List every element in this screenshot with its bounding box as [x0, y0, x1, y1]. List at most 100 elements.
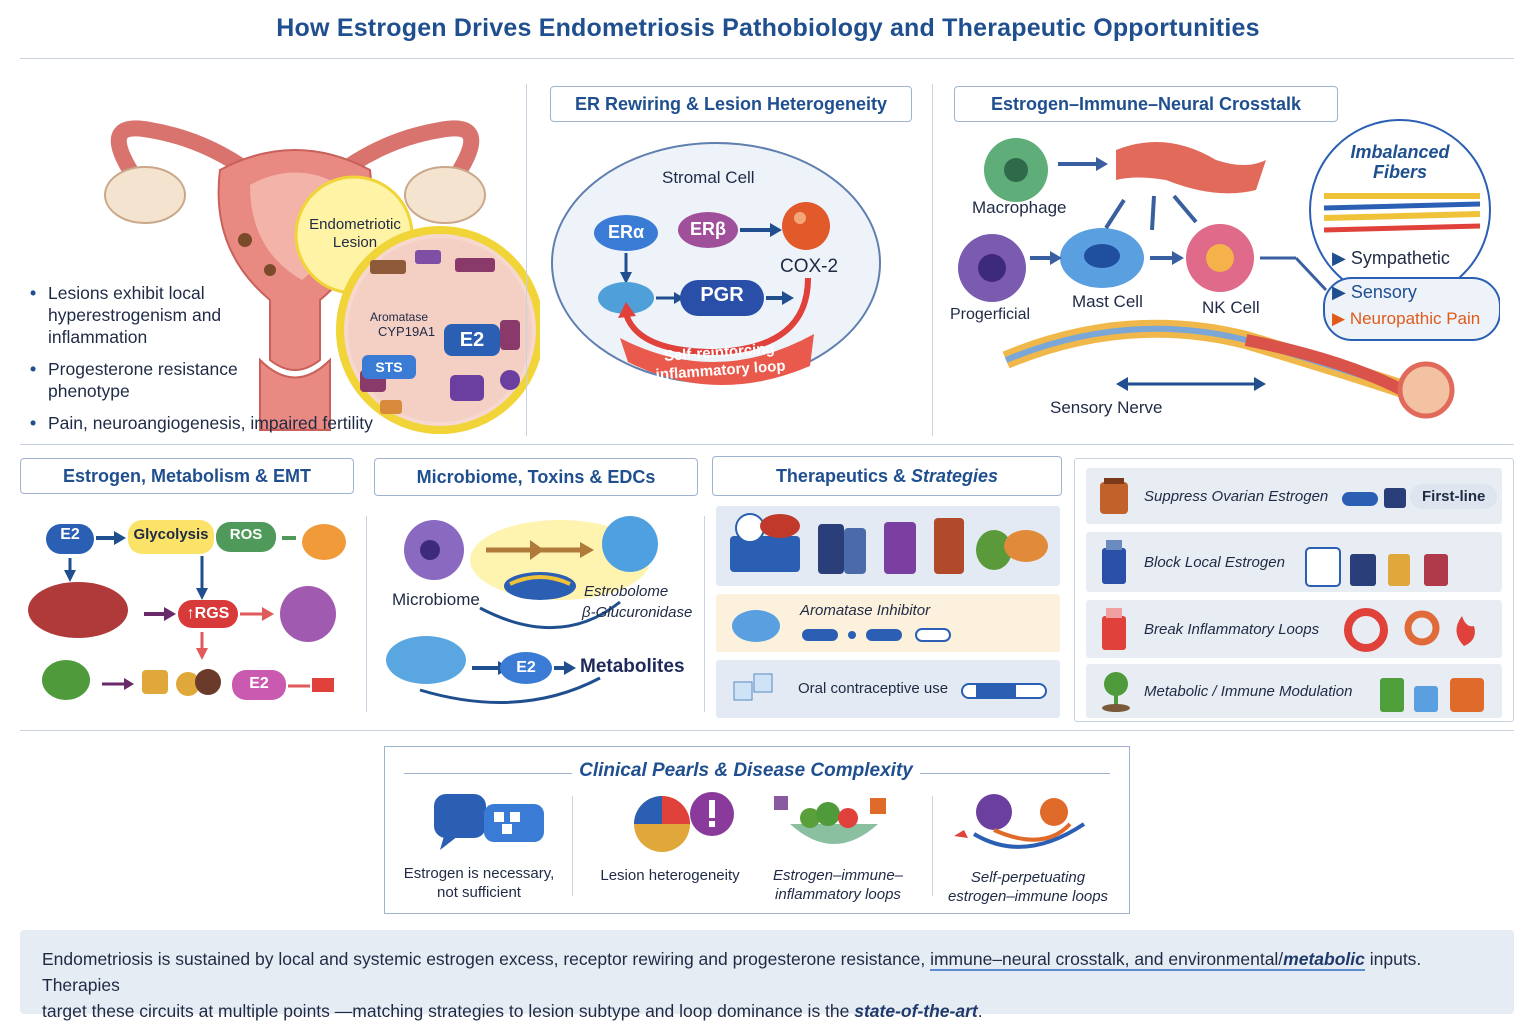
pearl-line: Lesion heterogeneity: [600, 867, 740, 884]
pearl-line: Estrogen–immune–: [772, 867, 904, 884]
jars-icons: [1380, 678, 1484, 712]
therapeutics-panel-heading: Therapeutics & Strategies: [712, 456, 1062, 496]
strategy-row-break: Break Inflammatory Loops: [1086, 600, 1502, 658]
pearl-line: Estrogen is necessary,: [403, 865, 555, 882]
pill-blister-icon: [732, 610, 780, 642]
stromal-cell-diagram: [551, 142, 881, 386]
glycolysis-label: Glycolysis: [133, 526, 209, 543]
divider: [526, 84, 527, 436]
therapeutics-heading-a: Therapeutics &: [775, 465, 906, 486]
divider: [366, 516, 367, 712]
glucuronidase-label: β-Glucuronidase: [582, 604, 693, 621]
strategy-row-suppress: Suppress Ovarian Estrogen First-line: [1086, 468, 1502, 524]
imbalanced-fibers-label: Imbalanced Fibers: [1340, 142, 1460, 182]
metab-e2b-label: E2: [249, 675, 269, 692]
strategy-row-block: Block Local Estrogen: [1086, 532, 1502, 592]
ros-label: ROS: [229, 526, 263, 543]
footer-text: .: [977, 1001, 983, 1021]
pie-chart-icon: [634, 792, 734, 852]
loop-break-icons: [1344, 608, 1475, 652]
metabolism-diagram: [28, 520, 346, 700]
crosstalk-panel-heading: Estrogen–Immune–Neural Crosstalk: [954, 86, 1338, 122]
loop-cycle-icon: [954, 794, 1086, 849]
pearls-rule-right: [920, 773, 1110, 774]
pearl-label-self-perpetuating: Self-perpetuating estrogen–immune loops: [938, 868, 1118, 906]
metab-e2-label: E2: [60, 526, 80, 543]
pearl-line: Self-perpetuating: [970, 869, 1086, 886]
progerficial-label: Progerficial: [950, 306, 1031, 323]
macrophage-label: Macrophage: [972, 198, 1067, 217]
strategy-row-metabolic: Metabolic / Immune Modulation: [1086, 664, 1502, 718]
sensory-label: ▶ Sensory: [1332, 282, 1417, 302]
aromatase-inhibitor-label: Aromatase Inhibitor: [800, 602, 931, 619]
pearl-line: inflammatory loops: [775, 886, 901, 903]
strategies-panel: [1074, 458, 1514, 722]
capsule-long-icon: [961, 683, 1047, 699]
er-beta-label: ERβ: [690, 219, 726, 239]
summary-footer: Endometriosis is sustained by local and …: [20, 930, 1514, 1021]
salad-bowl-icon: [774, 796, 886, 844]
sympathetic-label: ▶ Sympathetic: [1332, 248, 1450, 268]
footer-text: Endometriosis is sustained by local and …: [42, 949, 931, 969]
strategy-label: Block Local Estrogen: [1144, 553, 1285, 571]
lesion-label-line1: Endometriotic: [309, 216, 401, 233]
bottles-icons: [1305, 547, 1448, 587]
strategy-label: Suppress Ovarian Estrogen: [1144, 487, 1329, 505]
mast-cell-label: Mast Cell: [1072, 292, 1143, 311]
pearls-heading: Clinical Pearls & Disease Complexity: [579, 760, 913, 781]
section-divider: [20, 730, 1514, 731]
jar-icon: [1100, 478, 1128, 514]
section-divider: [20, 444, 1514, 445]
drug-icons-row: [716, 506, 1060, 586]
cox2-label: COX-2: [780, 256, 839, 277]
imbalanced-line2: Fibers: [1372, 162, 1428, 182]
microbiome-panel-heading: Microbiome, Toxins & EDCs: [374, 458, 698, 496]
pearl-label-loops: Estrogen–immune– inflammatory loops: [756, 866, 920, 904]
therapeutics-heading-b: Strategies: [911, 465, 999, 486]
capsule-icons: [802, 628, 951, 642]
er-panel-heading: ER Rewiring & Lesion Heterogeneity: [550, 86, 912, 122]
footer-text-sota: state-of-the-art: [854, 1001, 978, 1021]
rgs-label: ↑RGS: [186, 605, 230, 622]
pearl-line: estrogen–immune loops: [947, 888, 1109, 905]
bullet-item: Pain, neuroangiogenesis, impaired fertil…: [28, 412, 408, 434]
pgr-label: PGR: [700, 284, 744, 306]
sensory-nerve-label: Sensory Nerve: [1050, 398, 1163, 417]
bottle-red-icon: [1102, 608, 1126, 650]
lesion-bullets: Lesions exhibit local hyperestrogenism a…: [28, 282, 408, 444]
chat-bubble-icon: [434, 794, 544, 850]
capsule-pair-icon: [1342, 488, 1406, 508]
e2-badge: E2: [444, 324, 500, 356]
lesion-label: Endometriotic Lesion: [300, 216, 410, 252]
page-title: How Estrogen Drives Endometriosis Pathob…: [276, 14, 1260, 42]
bottle-icon: [1102, 540, 1126, 584]
neuropathic-pain-label: ▶ Neuropathic Pain: [1332, 309, 1481, 328]
pearl-line: not sufficient: [437, 884, 521, 901]
microbiome-label: Microbiome: [392, 590, 480, 609]
metab-panel-heading: Estrogen, Metabolism & EMT: [20, 458, 354, 494]
oral-contraceptive-row: Oral contraceptive use: [716, 660, 1060, 718]
divider: [704, 516, 705, 712]
pearl-label-necessary: Estrogen is necessary, not sufficient: [394, 864, 564, 902]
pearls-rule-left: [404, 773, 572, 774]
first-line-badge: First-line: [1410, 484, 1498, 509]
bullet-item: Progesterone resistance phenotype: [28, 358, 408, 402]
imbalanced-fibers-graphic: [1309, 119, 1500, 341]
plant-icon: [1102, 672, 1130, 712]
divider: [932, 84, 933, 436]
estrobolome-label: Estrobolome: [584, 583, 669, 600]
oral-contraceptive-label: Oral contraceptive use: [798, 680, 949, 697]
crosstalk-diagram: [958, 138, 1455, 419]
pill-cubes-icon: [733, 673, 773, 701]
stromal-cell-label: Stromal Cell: [662, 168, 755, 187]
bullet-item: Lesions exhibit local hyperestrogenism a…: [28, 282, 408, 348]
pearl-label-heterogeneity: Lesion heterogeneity: [590, 866, 750, 885]
divider: [572, 796, 573, 896]
microbiome-diagram: [386, 516, 658, 704]
footer-text: inputs. Therapies: [42, 949, 1422, 995]
nk-cell-label: NK Cell: [1202, 298, 1260, 317]
divider: [932, 796, 933, 896]
footer-text: target these circuits at multiple points…: [42, 1001, 855, 1021]
er-alpha-label: ERα: [607, 222, 645, 242]
lesion-label-line2: Lesion: [332, 234, 378, 251]
